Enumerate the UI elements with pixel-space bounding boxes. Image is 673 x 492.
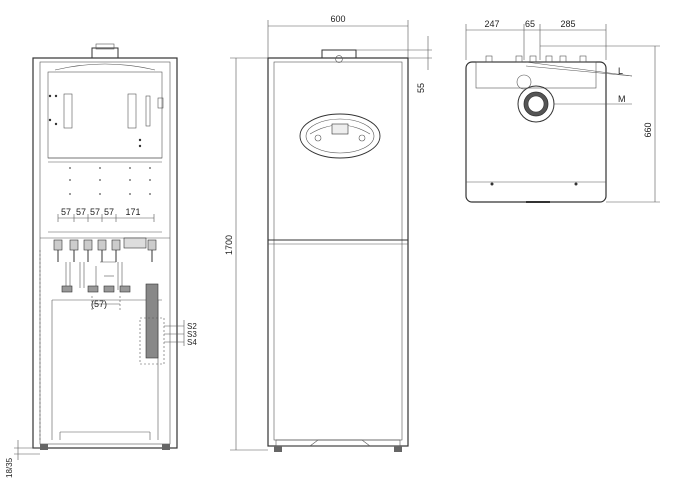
- front-outer-shell: [267, 57, 409, 447]
- width-dim-label: 600: [330, 14, 345, 24]
- offset-dim-label: 55: [416, 83, 426, 93]
- flue-top: [95, 43, 115, 50]
- depth-dim-label: 660: [643, 122, 653, 137]
- label-m: M: [618, 94, 626, 104]
- knob-right: [358, 134, 366, 142]
- base-dim-label: 18/35: [5, 457, 14, 478]
- right-slot: [127, 93, 137, 129]
- connection-dimension-line: [57, 214, 155, 222]
- dim-label-5: 171: [125, 207, 140, 217]
- left-slot: [63, 93, 73, 129]
- front-foot-right: [394, 446, 402, 452]
- dim-label-2: 57: [76, 207, 86, 217]
- side-bracket: [145, 95, 151, 127]
- foot-left: [40, 444, 48, 450]
- front-flue: [321, 49, 357, 59]
- boiler-upper-panel: [47, 71, 163, 159]
- dotted-grid: [69, 167, 151, 195]
- cabinet-outer-frame: [32, 57, 178, 449]
- top-dim-247: 247: [484, 19, 499, 29]
- top-rear-block: [475, 61, 597, 89]
- sensor-dash-box: [139, 317, 165, 365]
- front-flue-hole: [335, 55, 343, 63]
- label-s3: S3: [187, 330, 197, 339]
- top-dim-285: 285: [560, 19, 575, 29]
- label-s4: S4: [187, 338, 197, 347]
- connection-valves: [53, 237, 157, 262]
- dim-label-3: 57: [90, 207, 100, 217]
- cavity-bottom: [59, 431, 151, 440]
- dim-57-paren: (57): [91, 299, 107, 309]
- front-view-cabinet: 600 1700 55: [224, 14, 432, 452]
- sensor-well: [145, 283, 159, 359]
- dim-label-1: 57: [61, 207, 71, 217]
- label-l: L: [618, 66, 623, 76]
- knob-left: [314, 134, 322, 142]
- leader-l: [525, 61, 633, 77]
- height-dim-label: 1700: [224, 235, 234, 255]
- screw-points: [48, 94, 142, 148]
- left-view-cabinet: 57 57 57 57 171: [5, 43, 197, 478]
- foot-right: [162, 444, 170, 450]
- front-plinth: [275, 439, 401, 447]
- top-connection-nubs: [485, 55, 587, 63]
- display-screen: [331, 123, 349, 135]
- flue-collar: [91, 47, 119, 59]
- front-foot-left: [274, 446, 282, 452]
- side-clip: [157, 97, 164, 109]
- control-panel: [299, 113, 381, 159]
- front-inner-shell: [273, 61, 403, 441]
- top-curve: [54, 63, 156, 71]
- pipes: [61, 261, 131, 293]
- cabinet-inner-frame: [39, 61, 171, 445]
- top-view: 247 65 285 660 L M: [465, 19, 660, 203]
- top-dim-65: 65: [525, 19, 535, 29]
- dim-label-4: 57: [104, 207, 114, 217]
- top-outer-shell: [465, 61, 607, 203]
- label-s2: S2: [187, 322, 197, 331]
- aux-outlet: [516, 74, 532, 90]
